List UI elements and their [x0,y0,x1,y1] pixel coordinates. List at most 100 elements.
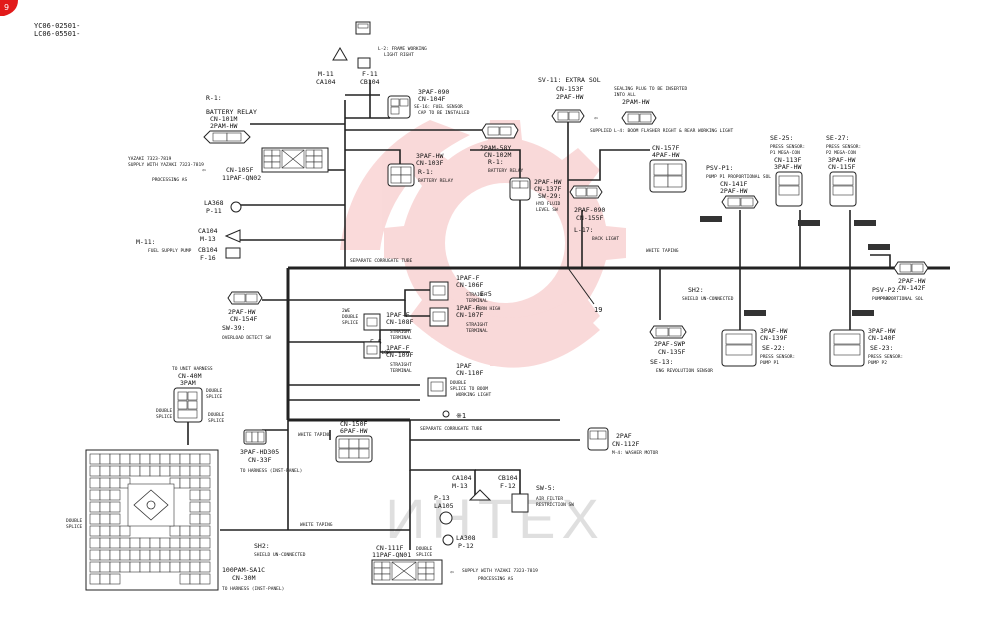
svg-text:CN-142F: CN-142F [898,284,925,292]
svg-text:DOUBLE: DOUBLE [416,546,433,552]
svg-text:F-12: F-12 [500,482,516,490]
svg-text:SPLICE: SPLICE [206,394,223,400]
svg-text:DOUBLE: DOUBLE [206,388,223,394]
svg-text:PSV-P2:: PSV-P2: [872,286,899,294]
svg-text:2PAF-HW: 2PAF-HW [898,277,925,285]
svg-text:3PAF-HW: 3PAF-HW [828,156,855,164]
se16-fuel-sensor: 3PAF-090 CN-104F SE-16: FUEL SENSOR CAP … [387,88,470,119]
svg-text:PROCESSING AS: PROCESSING AS [152,177,188,183]
se13-eng-revolution: 2PAF-SWP CN-135F SE-13: ENG REVOLUTION S… [649,325,713,374]
svg-text:3PAM: 3PAM [180,379,196,387]
svg-text:TO HARNESS (INST-PANEL): TO HARNESS (INST-PANEL) [222,586,284,592]
battery-relay-cn101m: R-1: BATTERY RELAY CN-101M 2PAM-HW [203,94,257,144]
se27-press-sensor: SE-27: PRESS SENSOR: P2 MEGA-CON 3PAF-HW… [826,134,876,226]
svg-text:P-13: P-13 [434,494,450,502]
svg-text:DOUBLE: DOUBLE [450,380,467,386]
svg-text:CAP TO BE INSTALLED: CAP TO BE INSTALLED [418,110,470,116]
svg-text:CA104: CA104 [316,78,336,86]
watermark-logo [340,120,626,368]
svg-text:SPLICE: SPLICE [66,524,83,530]
svg-text:CN-140F: CN-140F [868,334,895,342]
svg-text:SPLICE TO BOOM: SPLICE TO BOOM [450,386,488,392]
svg-text:CB104: CB104 [498,474,518,482]
svg-text:CN-108F: CN-108F [386,318,413,326]
svg-text:2PAF-HW: 2PAF-HW [534,178,561,186]
svg-text:HORN HIGH: HORN HIGH [476,306,501,312]
svg-text:P-12: P-12 [458,542,474,550]
svg-text:SH2:: SH2: [254,542,270,550]
svg-text:3PAF-HW: 3PAF-HW [868,327,895,335]
cn155f-back-light: 2PAF-090 CN-155F L-17: BACK LIGHT [569,185,619,242]
svg-text:CN-40M: CN-40M [178,372,202,380]
svg-text:2PAF-HW: 2PAF-HW [556,93,583,101]
svg-text:P2 MEGA-CON: P2 MEGA-CON [826,150,856,156]
svg-text:SUPPLIED: SUPPLIED [590,128,612,134]
svg-text:⇦: ⇦ [202,166,206,174]
svg-text:CB104: CB104 [360,78,380,86]
svg-text:PUMP P1: PUMP P1 [760,360,779,366]
svg-text:LA308: LA308 [456,534,476,542]
svg-text:9: 9 [4,3,9,12]
svg-text:WORKING LIGHT: WORKING LIGHT [456,392,492,398]
svg-text:DOUBLE: DOUBLE [208,412,225,418]
svg-text:CN-104F: CN-104F [418,95,445,103]
svg-text:HYD FLUID: HYD FLUID [536,201,561,207]
cn40m-unit-harness: TO UNIT HARNESS CN-40M 3PAM DOUBLE SPLIC… [156,366,225,424]
svg-text:DOUBLE: DOUBLE [66,518,83,524]
svg-text:BATTERY RELAY: BATTERY RELAY [418,178,454,184]
la308-ground: LA308 P-12 DOUBLE SPLICE [416,534,476,558]
svg-text:M-13: M-13 [200,235,216,243]
se25-press-sensor: SE-25: PRESS SENSOR: P1 MEGA-CON CN-113F… [770,134,820,226]
svg-text:PSV-P1:: PSV-P1: [706,164,733,172]
svg-text:SE-22:: SE-22: [762,344,785,352]
svg-text:SPLICE: SPLICE [342,320,359,326]
svg-text:CN-115F: CN-115F [828,163,855,171]
svg-text:2PAM-58Y: 2PAM-58Y [480,144,511,152]
sv11-extra-sol: SV-11: EXTRA SOL CN-153F 2PAF-HW [538,76,601,123]
svg-text:CN-139F: CN-139F [760,334,787,342]
svg-text:CN-112F: CN-112F [612,440,639,448]
svg-text:TERMINAL: TERMINAL [466,298,488,304]
svg-text:SE-27:: SE-27: [826,134,849,142]
svg-text:CN-103F: CN-103F [416,159,443,167]
cn150f-connector: CN-150F 6PAF-HW [335,420,373,463]
svg-text:PROCESSING AS: PROCESSING AS [478,576,514,582]
svg-text:SW-39:: SW-39: [222,324,245,332]
svg-text:L-17:: L-17: [574,226,594,234]
svg-text:11PAF-QN02: 11PAF-QN02 [222,174,261,182]
svg-text:TERMINAL: TERMINAL [390,368,412,374]
svg-text:SW-29:: SW-29: [538,192,561,200]
svg-text:CN-155F: CN-155F [576,214,603,222]
svg-text:1PAF-F: 1PAF-F [456,274,480,282]
svg-text:L-2: FRAME WORKING: L-2: FRAME WORKING [378,46,427,52]
star-note: ※1 [442,410,466,420]
separate-corrugate-tube-top: SEPARATE CORRUGATE TUBE [350,258,413,264]
svg-text:STRAIGHT: STRAIGHT [466,322,488,328]
svg-text:M-11:: M-11: [136,238,156,246]
svg-text:2PAF-HW: 2PAF-HW [720,187,747,195]
svg-text:TO HARNESS (INST-PANEL): TO HARNESS (INST-PANEL) [240,468,302,474]
cn105f-cells [263,149,323,169]
ca104-cb104-bottom: CA104 M-13 CB104 F-12 [452,474,529,513]
doc-code-2: LC06-05501- [34,30,80,38]
cn102m-connector: 2PAM-58Y CN-102M R-1: [480,123,519,166]
svg-text:F-16: F-16 [200,254,216,262]
svg-text:2PAM-HW: 2PAM-HW [622,98,649,106]
svg-text:DOUBLE: DOUBLE [156,408,173,414]
svg-text:11PAF-QN01: 11PAF-QN01 [372,551,411,559]
sh2-shield-left: SH2: SHIELD UN-CONNECTED [254,542,306,558]
e5-horn-high: 1PAF-F CN-106F E-5 STRAIGHT TERMINAL HOR… [429,274,501,334]
svg-text:CN-113F: CN-113F [774,156,801,164]
svg-text:※1: ※1 [456,412,466,420]
mark-19: 19 [594,306,602,314]
svg-text:PRESS SENSOR:: PRESS SENSOR: [760,354,795,360]
svg-text:CN-110F: CN-110F [456,369,483,377]
svg-text:1PAF: 1PAF [456,362,472,370]
svg-text:⇦: ⇦ [450,568,454,576]
svg-text:2PAF: 2PAF [616,432,632,440]
ca104-cb104-fuel-pump: CA104 M-13 CB104 F-16 M-11: FUEL SUPPLY … [136,227,241,262]
svg-text:CA104: CA104 [198,227,218,235]
m11-ca104-terminal: M-11 CA104 [316,47,348,86]
svg-text:STRAIGHT: STRAIGHT [390,329,412,335]
svg-text:CN-33F: CN-33F [248,456,272,464]
